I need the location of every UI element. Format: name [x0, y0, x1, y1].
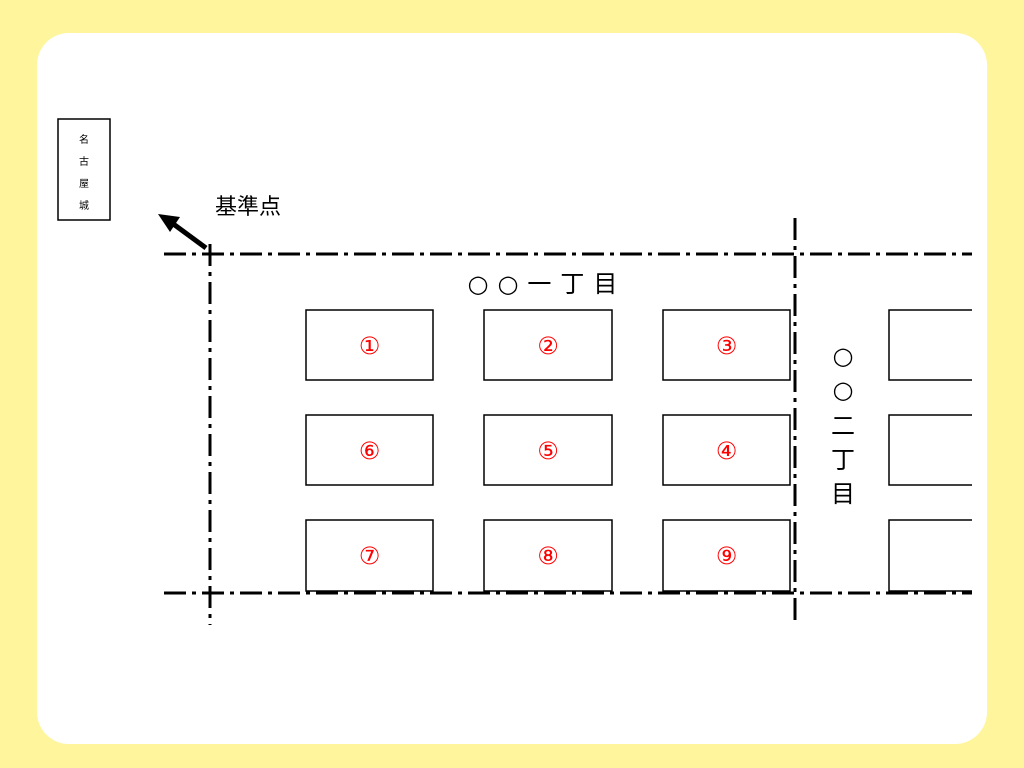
lot-6: ⑥ — [305, 414, 434, 486]
diagram-card — [37, 33, 987, 744]
lot-number: ⑤ — [537, 437, 559, 465]
lot-number: ③ — [716, 332, 738, 360]
lot-box — [305, 309, 434, 381]
block2-lot-partial — [888, 414, 972, 486]
block2-label-char: 丁 — [831, 446, 855, 474]
lot-1: ① — [305, 309, 434, 381]
block2-label-char: ○ — [833, 376, 854, 404]
lot-4: ④ — [662, 414, 791, 486]
lot-number: ⑧ — [537, 542, 559, 570]
lot-7: ⑦ — [305, 519, 434, 592]
landmark-char: 城 — [79, 200, 89, 212]
lot-9: ⑨ — [662, 519, 791, 592]
lot-number: ④ — [716, 437, 738, 465]
landmark-char: 古 — [79, 155, 89, 168]
lot-number: ⑥ — [359, 437, 381, 465]
block2-lots — [888, 309, 972, 592]
lot-2: ② — [483, 309, 613, 381]
lot-box — [305, 519, 434, 592]
landmark-char: 名 — [79, 133, 89, 146]
lot-number: ① — [359, 332, 381, 360]
lot-box — [662, 414, 791, 486]
landmark-box: 名 古 屋 城 — [57, 118, 111, 221]
block2-lot-partial — [888, 309, 972, 381]
lot-number: ② — [537, 332, 559, 360]
lot-number: ⑦ — [359, 542, 381, 570]
boundary-lines — [164, 218, 972, 625]
block2-label-char: 目 — [831, 480, 855, 508]
reference-point-label: 基準点 — [215, 195, 281, 220]
lot-box — [483, 519, 613, 592]
lot-box — [305, 414, 434, 486]
lot-box — [483, 414, 613, 486]
block2-label: ○ ○ 二 丁 目 — [831, 342, 855, 508]
lot-box — [662, 519, 791, 592]
block1-label: ○○一丁目 — [468, 270, 627, 298]
lot-grid: ① ② ③ ⑥ ⑤ ④ ⑦ — [305, 309, 791, 592]
landmark-char: 屋 — [79, 178, 89, 190]
lot-box — [483, 309, 613, 381]
lot-number: ⑨ — [716, 542, 738, 570]
block2-label-char: ○ — [833, 342, 854, 370]
lot-5: ⑤ — [483, 414, 613, 486]
block2-label-char: 二 — [831, 412, 855, 440]
landmark-frame — [57, 118, 111, 221]
lot-8: ⑧ — [483, 519, 613, 592]
block2-lot-partial — [888, 519, 972, 592]
arrow-icon — [158, 214, 208, 251]
lot-box — [662, 309, 791, 381]
lot-3: ③ — [662, 309, 791, 381]
